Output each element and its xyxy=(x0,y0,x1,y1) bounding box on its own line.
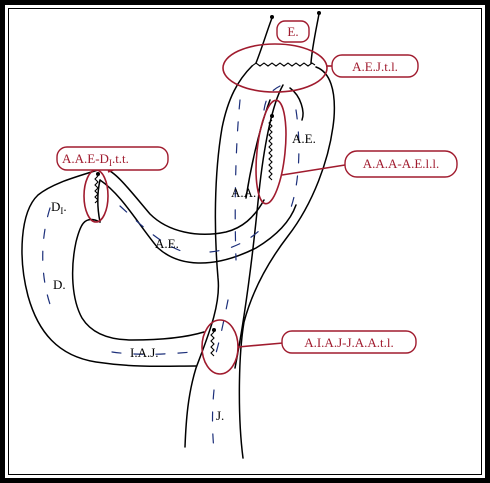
lumen-hatching xyxy=(42,85,300,451)
iaj-anastomosis-circle xyxy=(201,319,239,375)
label-duodenum-stump: DI. xyxy=(51,199,67,216)
label-aae-callout: A.A.E-DI.t.t. xyxy=(62,151,129,168)
aaa-anastomosis-circle xyxy=(255,99,287,205)
jejunal-pouch xyxy=(234,84,284,369)
aae-suture-line xyxy=(94,175,99,204)
label-iaj: I.A.J. xyxy=(130,345,159,360)
label-duodenum: D. xyxy=(53,277,66,292)
jejunal-limb xyxy=(184,65,336,459)
callout-aae: A.A.E-DI.t.t. xyxy=(56,146,169,171)
esophagus xyxy=(255,11,321,64)
callout-ej-anastomosis: A.E.J.t.l. xyxy=(331,54,419,78)
callout-aaa: A.A.A-A.E.l.l. xyxy=(344,150,458,178)
label-ae-upper: A.E. xyxy=(292,131,316,146)
label-iaj-callout: A.I.A.J-J.A.A.t.l. xyxy=(304,335,394,350)
callout-esophagus: E. xyxy=(276,20,310,43)
ej-anastomosis-circle xyxy=(222,43,328,93)
label-ej-anastomosis: A.E.J.t.l. xyxy=(352,59,398,74)
iaj-leader xyxy=(237,342,284,348)
label-aa: A.A. xyxy=(231,185,256,200)
duodenum-loop xyxy=(21,167,205,368)
label-aaa-callout: A.A.A-A.E.l.l. xyxy=(363,156,440,171)
label-esophagus: E. xyxy=(287,24,298,39)
aaa-leader xyxy=(281,164,346,176)
label-jejunum: J. xyxy=(216,408,224,423)
ej-suture-line xyxy=(251,62,316,67)
label-ae-lower: A.E. xyxy=(155,236,179,251)
aaa-suture-line xyxy=(268,119,273,181)
iaj-suture-line xyxy=(210,331,215,357)
callout-iaj: A.I.A.J-J.A.A.t.l. xyxy=(281,330,417,354)
